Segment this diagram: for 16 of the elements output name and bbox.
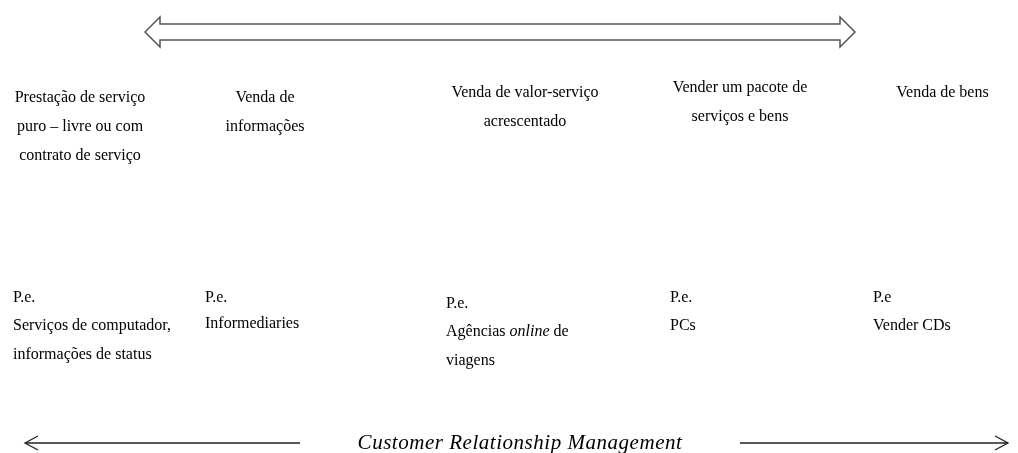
category-label: Venda de valor-serviço acrescentado: [450, 82, 600, 131]
example-text: PCs: [670, 315, 697, 335]
example-text: Agências online de viagens: [446, 321, 570, 371]
example-prefix: P.e.: [205, 287, 229, 307]
category-label: Vender um pacote de serviços e bens: [671, 77, 809, 127]
example-prefix: P.e.: [670, 287, 694, 307]
category-label: Prestação de serviço puro – livre ou com contrato de serviço: [13, 87, 147, 166]
category-label: Venda de bens: [895, 82, 990, 102]
example-prefix: P.e.: [446, 293, 470, 313]
example-text: Serviços de computador, informações de status: [13, 315, 172, 365]
axis-label: Customer Relationship Management: [356, 429, 684, 453]
example-text: Vender CDs: [873, 315, 952, 335]
example-prefix: P.e: [873, 287, 893, 307]
example-text: Informediaries: [205, 313, 301, 333]
category-label: Venda de informações: [224, 87, 306, 137]
example-prefix: P.e.: [13, 287, 37, 307]
